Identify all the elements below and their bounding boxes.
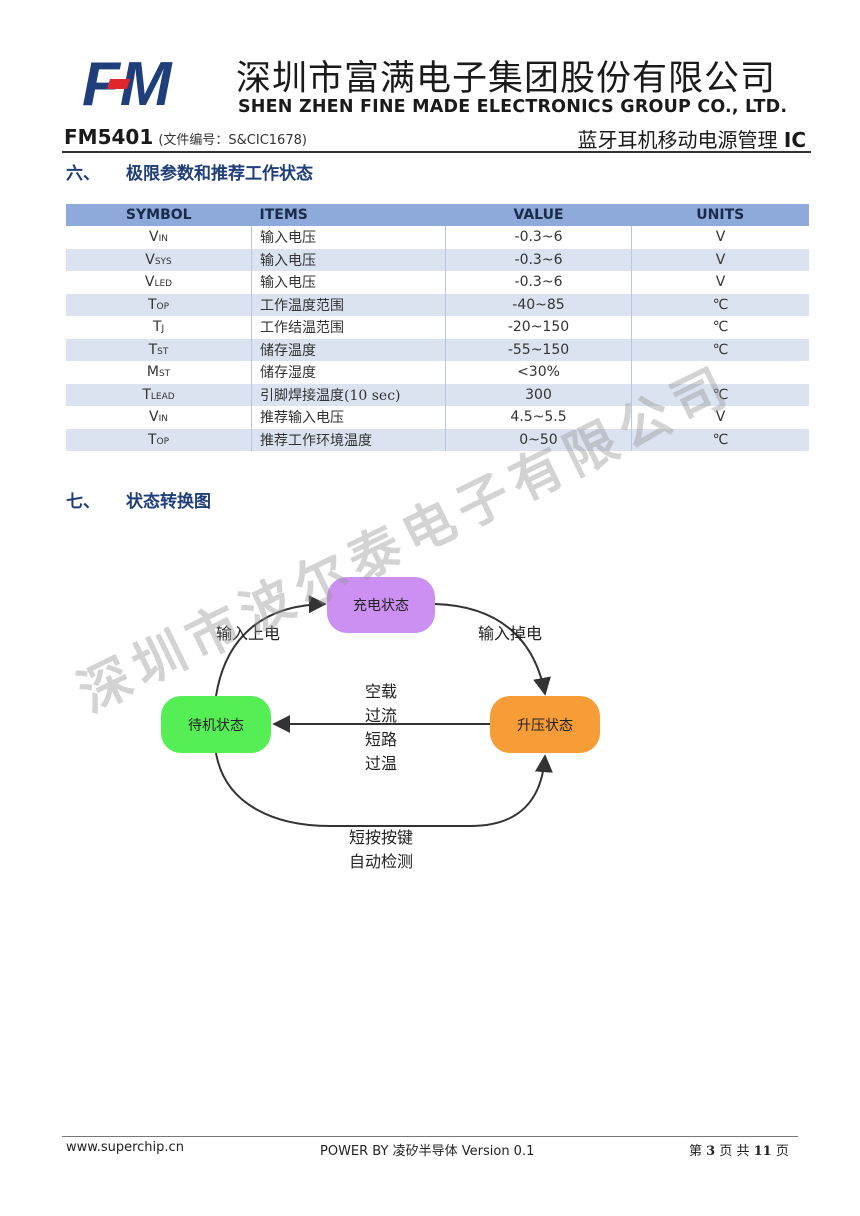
cell-item: 推荐工作环境温度 — [251, 428, 446, 451]
cell-item: 输入电压 — [251, 226, 446, 249]
table-header-row: SYMBOL ITEMS VALUE UNITS — [66, 204, 809, 226]
cell-symbol: TJ — [66, 316, 252, 339]
footer-credits: POWER BY 凌矽半导体 Version 0.1 — [320, 1144, 535, 1159]
cell-unit: ℃ — [631, 338, 809, 361]
table-row: VIN 输入电压 -0.3~6 V — [66, 226, 809, 249]
limits-table: SYMBOL ITEMS VALUE UNITS VIN 输入电压 -0.3~6… — [66, 204, 809, 451]
state-charge: 充电状态 — [327, 577, 435, 633]
company-logo: FM — [80, 55, 226, 109]
cell-unit: ℃ — [631, 316, 809, 339]
table-row: MST 储存湿度 <30% — [66, 361, 809, 384]
table-row: TOP 工作温度范围 -40~85 ℃ — [66, 293, 809, 316]
table-row: TLEAD 引脚焊接温度(10 sec) 300 ℃ — [66, 383, 809, 406]
header-rule — [62, 151, 811, 153]
cell-symbol: VSYS — [66, 248, 252, 271]
table-row: TST 储存温度 -55~150 ℃ — [66, 338, 809, 361]
table-row: VIN 推荐输入电压 4.5~5.5 V — [66, 406, 809, 429]
footer-page-number: 第 3 页 共 11 页 — [689, 1144, 789, 1159]
section-6-number: 六、 — [66, 164, 100, 184]
cell-value: 4.5~5.5 — [445, 406, 632, 429]
footer-website: www.superchip.cn — [66, 1140, 184, 1155]
section-6-title: 极限参数和推荐工作状态 — [126, 164, 313, 184]
cell-symbol: TST — [66, 338, 252, 361]
cell-value: -40~85 — [445, 293, 632, 316]
cell-symbol: VIN — [66, 226, 252, 249]
section-7-heading: 七、 状态转换图 — [66, 487, 211, 512]
cell-unit — [631, 361, 809, 384]
col-header-units: UNITS — [631, 204, 809, 226]
cell-unit: ℃ — [631, 293, 809, 316]
doc-number: (文件编号：S&CIC1678) — [158, 133, 307, 148]
doc-info: FM5401 (文件编号：S&CIC1678) — [64, 125, 307, 149]
edge-standby-to-boost — [215, 752, 553, 827]
cell-item: 引脚焊接温度(10 sec) — [251, 383, 446, 406]
logo-red-accent — [107, 79, 130, 89]
cell-item: 推荐输入电压 — [251, 406, 446, 429]
label-input-power-on: 输入上电 — [216, 624, 281, 643]
cell-unit: V — [631, 248, 809, 271]
footer-rule — [62, 1136, 798, 1137]
cell-value: -0.3~6 — [445, 248, 632, 271]
table-row: TJ 工作结温范围 -20~150 ℃ — [66, 316, 809, 339]
label-standby-to-boost: 短按按键 自动检测 — [348, 828, 413, 871]
cell-unit: ℃ — [631, 428, 809, 451]
table-row: VLED 输入电压 -0.3~6 V — [66, 271, 809, 294]
edge-charge-to-boost — [434, 603, 551, 696]
cell-symbol: MST — [66, 361, 252, 384]
cell-unit: V — [631, 226, 809, 249]
cell-item: 输入电压 — [251, 271, 446, 294]
cell-symbol: TLEAD — [66, 383, 252, 406]
cell-item: 工作温度范围 — [251, 293, 446, 316]
cell-value: -0.3~6 — [445, 226, 632, 249]
cell-symbol: VIN — [66, 406, 252, 429]
product-title: 蓝牙耳机移动电源管理 IC — [578, 124, 806, 153]
product-title-cn: 蓝牙耳机移动电源管理 — [577, 128, 778, 152]
cell-symbol: TOP — [66, 428, 252, 451]
col-header-items: ITEMS — [251, 204, 446, 226]
edge-standby-to-charge — [215, 595, 327, 697]
company-name-en: SHEN ZHEN FINE MADE ELECTRONICS GROUP CO… — [238, 97, 788, 117]
cell-symbol: TOP — [66, 293, 252, 316]
cell-unit: ℃ — [631, 383, 809, 406]
cell-value: 300 — [445, 383, 632, 406]
cell-item: 储存湿度 — [251, 361, 446, 384]
product-title-ic: IC — [783, 128, 806, 152]
cell-item: 输入电压 — [251, 248, 446, 271]
label-input-power-off: 输入掉电 — [478, 624, 543, 643]
table-row: TOP 推荐工作环境温度 0~50 ℃ — [66, 428, 809, 451]
cell-item: 工作结温范围 — [251, 316, 446, 339]
cell-value: 0~50 — [445, 428, 632, 451]
table-row: VSYS 输入电压 -0.3~6 V — [66, 248, 809, 271]
company-name-cn: 深圳市富满电子集团股份有限公司 — [236, 59, 777, 99]
state-boost: 升压状态 — [490, 696, 600, 753]
label-boost-to-standby: 空载 过流 短路 过温 — [364, 682, 397, 773]
cell-value: -0.3~6 — [445, 271, 632, 294]
cell-unit: V — [631, 406, 809, 429]
section-7-title: 状态转换图 — [126, 492, 211, 512]
col-header-value: VALUE — [445, 204, 632, 226]
part-number: FM5401 — [64, 125, 154, 149]
cell-value: -55~150 — [445, 338, 632, 361]
state-standby: 待机状态 — [161, 696, 271, 753]
section-6-heading: 六、 极限参数和推荐工作状态 — [66, 159, 313, 184]
cell-value: -20~150 — [445, 316, 632, 339]
cell-item: 储存温度 — [251, 338, 446, 361]
col-header-symbol: SYMBOL — [66, 204, 252, 226]
cell-symbol: VLED — [66, 271, 252, 294]
section-7-number: 七、 — [66, 492, 100, 512]
cell-value: <30% — [445, 361, 632, 384]
cell-unit: V — [631, 271, 809, 294]
